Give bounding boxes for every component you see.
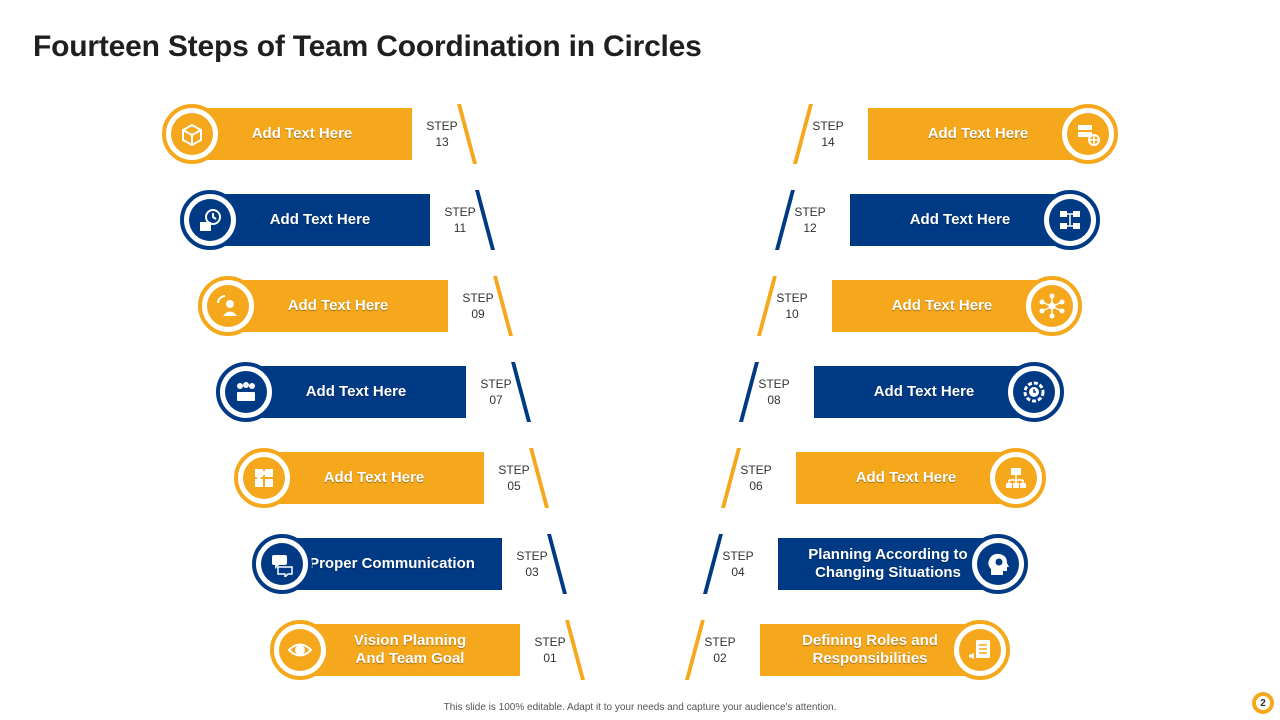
step-item-01: Vision Planning And Team Goal STEP 01 — [0, 620, 1280, 680]
step-label: STEP — [462, 291, 494, 305]
clock-calendar-icon — [189, 199, 231, 241]
step-number: 13 — [435, 135, 449, 149]
step-number: 03 — [525, 565, 539, 579]
step-number: 01 — [543, 651, 557, 665]
step-number: 02 — [713, 651, 727, 665]
user-refresh-icon — [207, 285, 249, 327]
step-number: 08 — [767, 393, 781, 407]
step-item-06: Add Text Here STEP 06 — [0, 448, 1280, 508]
step-item-09: Add Text Here STEP 09 — [0, 276, 1280, 336]
step-item-04: Planning According to Changing Situation… — [0, 534, 1280, 594]
step-icon-circle — [950, 620, 1010, 680]
step-number: 05 — [507, 479, 521, 493]
step-label: STEP — [534, 635, 566, 649]
step-text: Add Text Here — [832, 280, 1052, 332]
step-label: STEP — [704, 635, 736, 649]
step-icon-circle — [1004, 362, 1064, 422]
step-number: 07 — [489, 393, 503, 407]
step-item-08: Add Text Here STEP 08 — [0, 362, 1280, 422]
step-number: 04 — [731, 565, 745, 579]
step-icon-circle — [1022, 276, 1082, 336]
step-item-10: Add Text Here STEP 10 — [0, 276, 1280, 336]
chat-bubbles-icon — [261, 543, 303, 585]
step-label: STEP — [776, 291, 808, 305]
step-text: Add Text Here — [868, 108, 1088, 160]
puzzle-icon — [243, 457, 285, 499]
devices-network-icon — [1049, 199, 1091, 241]
checklist-megaphone-icon — [959, 629, 1001, 671]
step-icon-circle — [270, 620, 330, 680]
step-icon-circle — [234, 448, 294, 508]
step-label: STEP — [794, 205, 826, 219]
step-item-02: Defining Roles and Responsibilities STEP 0… — [0, 620, 1280, 680]
step-number: 14 — [821, 135, 835, 149]
step-item-13: Add Text Here STEP 13 — [0, 104, 1280, 164]
step-label: STEP — [812, 119, 844, 133]
step-number-tab: STEP 06 — [726, 448, 786, 508]
step-item-11: Add Text Here STEP 11 — [0, 190, 1280, 250]
footer-note: This slide is 100% editable. Adapt it to… — [443, 702, 837, 713]
step-text: Planning According to Changing Situation… — [778, 538, 998, 590]
step-label: STEP — [426, 119, 458, 133]
step-item-03: Proper Communication STEP 03 — [0, 534, 1280, 594]
step-text: Add Text Here — [228, 280, 448, 332]
page-number-badge: 2 — [1252, 692, 1274, 714]
step-text: Add Text Here — [814, 366, 1034, 418]
network-nodes-icon — [1031, 285, 1073, 327]
step-item-14: Add Text Here STEP 14 — [0, 104, 1280, 164]
step-icon-circle — [1058, 104, 1118, 164]
head-gear-icon — [977, 543, 1019, 585]
step-label: STEP — [444, 205, 476, 219]
step-text: Add Text Here — [850, 194, 1070, 246]
step-icon-circle — [198, 276, 258, 336]
step-icon-circle — [162, 104, 222, 164]
step-label: STEP — [516, 549, 548, 563]
org-chart-icon — [995, 457, 1037, 499]
step-text: Vision Planning And Team Goal — [300, 624, 520, 676]
step-number: 11 — [453, 221, 467, 235]
package-icon — [171, 113, 213, 155]
step-icon-circle — [216, 362, 276, 422]
slide-title: Fourteen Steps of Team Coordination in C… — [33, 30, 702, 63]
step-icon-circle — [252, 534, 312, 594]
step-label: STEP — [758, 377, 790, 391]
step-item-12: Add Text Here STEP 12 — [0, 190, 1280, 250]
step-number: 10 — [785, 307, 799, 321]
step-text: Add Text Here — [192, 108, 412, 160]
step-icon-circle — [986, 448, 1046, 508]
step-text: Proper Communication — [282, 538, 502, 590]
step-text: Add Text Here — [246, 366, 466, 418]
step-item-05: Add Text Here STEP 05 — [0, 448, 1280, 508]
step-label: STEP — [722, 549, 754, 563]
eye-dollar-icon — [279, 629, 321, 671]
step-number: 06 — [749, 479, 763, 493]
team-meeting-icon — [225, 371, 267, 413]
step-label: STEP — [498, 463, 530, 477]
step-label: STEP — [480, 377, 512, 391]
step-label: STEP — [740, 463, 772, 477]
step-number: 12 — [803, 221, 817, 235]
step-text: Add Text Here — [210, 194, 430, 246]
step-icon-circle — [180, 190, 240, 250]
step-icon-circle — [968, 534, 1028, 594]
step-number: 09 — [471, 307, 485, 321]
step-icon-circle — [1040, 190, 1100, 250]
step-text: Add Text Here — [264, 452, 484, 504]
server-globe-icon — [1067, 113, 1109, 155]
page-number: 2 — [1256, 696, 1270, 710]
step-text: Defining Roles and Responsibilities — [760, 624, 980, 676]
step-text: Add Text Here — [796, 452, 1016, 504]
gear-clock-icon — [1013, 371, 1055, 413]
step-item-07: Add Text Here STEP 07 — [0, 362, 1280, 422]
